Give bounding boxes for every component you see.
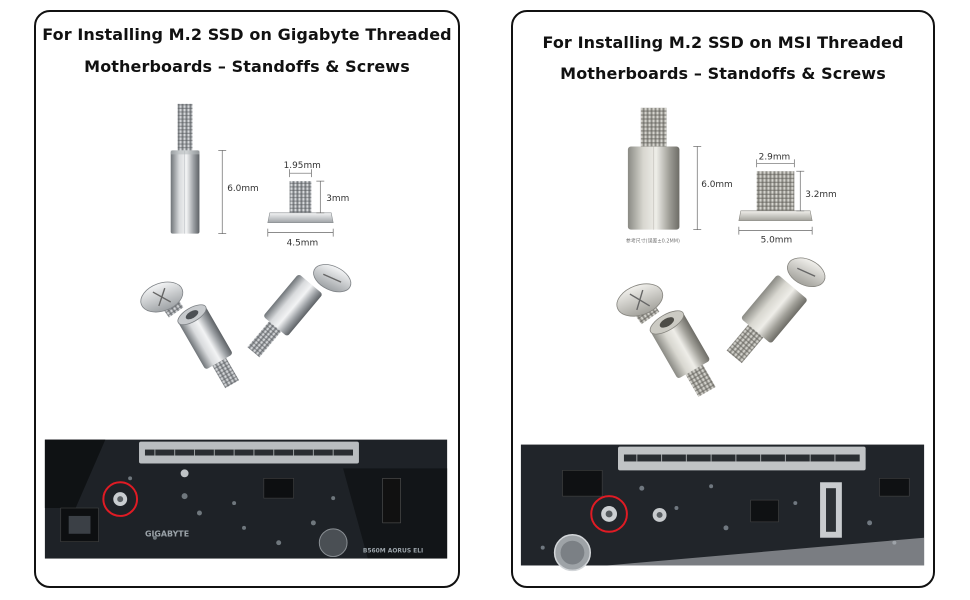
screw-angled-left: [616, 283, 664, 325]
gigabyte-illustration: 6.0mm 1.95mm 3mm 4.5mm: [44, 103, 448, 559]
screw-height-label: 3.2mm: [805, 190, 837, 200]
screw-upright: [738, 171, 813, 222]
msi-title-line2: Motherboards – Standoffs & Screws: [560, 64, 886, 83]
screw-head-label: 5.0mm: [761, 236, 793, 246]
gigabyte-title-line2: Motherboards – Standoffs & Screws: [84, 57, 410, 76]
board-model-label: B560M AORUS ELI: [363, 548, 423, 555]
standoff-tolerance-note: 参考尺寸(误差±0.2MM): [626, 238, 680, 245]
screw-angled-left: [140, 281, 184, 318]
screw-height-label: 3mm: [326, 194, 349, 204]
gigabyte-title-line1: For Installing M.2 SSD on Gigabyte Threa…: [42, 25, 452, 44]
msi-title-line1: For Installing M.2 SSD on MSI Threaded: [542, 33, 904, 52]
standoff-height-dimension: [218, 150, 227, 234]
standoff-angled-right: [247, 264, 352, 358]
standoff-angled-left: [177, 304, 240, 389]
standoff-angled-left: [649, 310, 716, 397]
screw-dimensions: [267, 169, 334, 237]
msi-motherboard-photo: [520, 444, 925, 572]
standoff-angled-right: [726, 257, 826, 364]
screw-head-label: 4.5mm: [287, 239, 319, 249]
msi-illustration: 6.0mm 参考尺寸(误差±0.2MM) 2.9mm 3.2mm 5.0mm: [520, 107, 925, 572]
gigabyte-panel: For Installing M.2 SSD on Gigabyte Threa…: [34, 10, 460, 588]
standoff-upright: [627, 107, 680, 230]
screw-dimensions: [738, 159, 813, 235]
standoff-upright: [170, 103, 200, 234]
gigabyte-motherboard-photo: GIGABYTE B560M AORUS ELI: [44, 439, 448, 559]
screw-width-label: 1.95mm: [284, 161, 321, 171]
screw-upright: [267, 181, 334, 224]
highlight-circle: [590, 495, 628, 533]
msi-panel: For Installing M.2 SSD on MSI Threaded M…: [511, 10, 935, 588]
standoff-height-label: 6.0mm: [227, 184, 259, 194]
standoff-height-label: 6.0mm: [701, 180, 733, 190]
board-brand-label: GIGABYTE: [145, 530, 189, 539]
standoff-height-dimension: [693, 146, 702, 231]
screw-width-label: 2.9mm: [759, 152, 791, 162]
highlight-circle: [102, 481, 139, 517]
